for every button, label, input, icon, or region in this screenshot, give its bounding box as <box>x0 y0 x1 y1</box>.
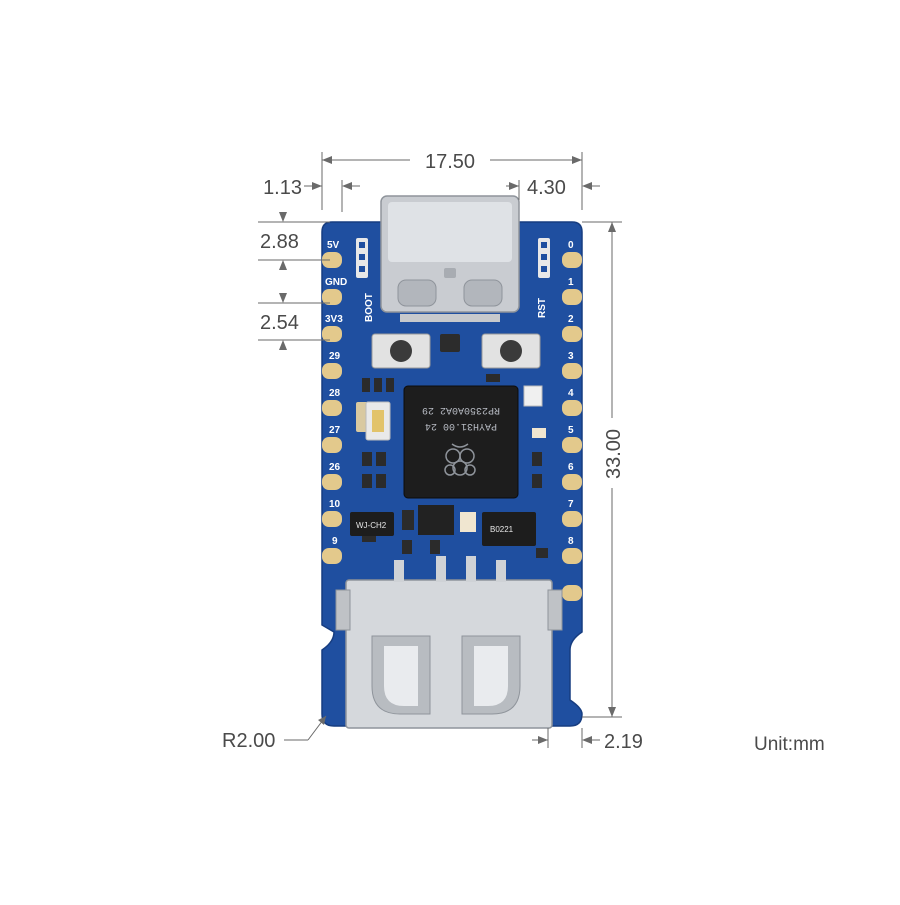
pin-label-4: 4 <box>568 388 574 399</box>
dim-label-top-pin-offset: 2.88 <box>260 231 299 253</box>
pin-label-5: 5 <box>568 425 574 436</box>
flash-marking: B0221 <box>490 525 514 534</box>
usb-c-connector <box>380 195 520 313</box>
unit-label: Unit:mm <box>754 734 825 755</box>
pin-label-1: 1 <box>568 277 574 288</box>
pin-label-5v: 5V <box>327 240 340 251</box>
right-pads <box>562 252 582 601</box>
usb-c-pins <box>400 314 500 322</box>
left-pads <box>322 252 342 564</box>
regulator-marking: WJ-CH2 <box>356 521 387 530</box>
pin-label-26: 26 <box>329 462 341 473</box>
dim-label-width-total: 17.50 <box>425 151 475 173</box>
pin-label-27: 27 <box>329 425 341 436</box>
dim-label-bottom-offset: 2.19 <box>604 731 643 753</box>
usb-a-connector <box>335 556 563 729</box>
dim-label-height-total: 33.00 <box>603 429 625 479</box>
dimension-bottom-offset: 2.19 <box>532 728 643 753</box>
pin-label-28: 28 <box>329 388 341 399</box>
regulator-chip: WJ-CH2 <box>350 512 394 536</box>
pin-label-29: 29 <box>329 351 341 362</box>
rst-button <box>481 333 541 369</box>
passive-components <box>356 334 548 558</box>
dim-label-corner-radius: R2.00 <box>222 730 275 752</box>
pin-label-3: 3 <box>568 351 574 362</box>
pin-label-6: 6 <box>568 462 574 473</box>
header-pads-left <box>356 238 368 278</box>
dim-label-pin-pitch: 2.54 <box>260 312 299 334</box>
boot-label: BOOT <box>364 293 375 322</box>
chip-marking-line2: PAYH31.00 24 <box>425 420 497 431</box>
dimension-top-pin-offset: 2.88 <box>258 212 330 270</box>
raspberry-logo-icon <box>444 443 476 476</box>
chip-marking-line1: RP2350A0A2 29 <box>422 404 500 415</box>
header-pads-right <box>538 238 550 278</box>
pin-label-2: 2 <box>568 314 574 325</box>
dim-label-left-offset: 1.13 <box>263 177 302 199</box>
pin-label-8: 8 <box>568 536 574 547</box>
dimension-left-offset: 1.13 <box>263 177 360 212</box>
dimension-pin-pitch: 2.54 <box>258 293 330 350</box>
flash-chip: B0221 <box>482 512 536 546</box>
pin-label-3v3: 3V3 <box>325 314 343 325</box>
dimension-corner-radius: R2.00 <box>222 715 327 752</box>
rst-label: RST <box>537 298 548 318</box>
pin-label-7: 7 <box>568 499 574 510</box>
dimension-width-total: 17.50 <box>321 151 583 210</box>
dim-label-right-offset: 4.30 <box>527 177 566 199</box>
pin-label-10: 10 <box>329 499 341 510</box>
pin-label-gnd: GND <box>325 277 347 288</box>
dimension-right-offset: 4.30 <box>506 177 600 200</box>
pin-label-0: 0 <box>568 240 574 251</box>
dimension-height-total: 33.00 <box>582 221 625 718</box>
boot-button <box>371 333 431 369</box>
rp2350-chip: RP2350A0A2 29 PAYH31.00 24 <box>403 385 519 499</box>
pin-label-9: 9 <box>332 536 338 547</box>
